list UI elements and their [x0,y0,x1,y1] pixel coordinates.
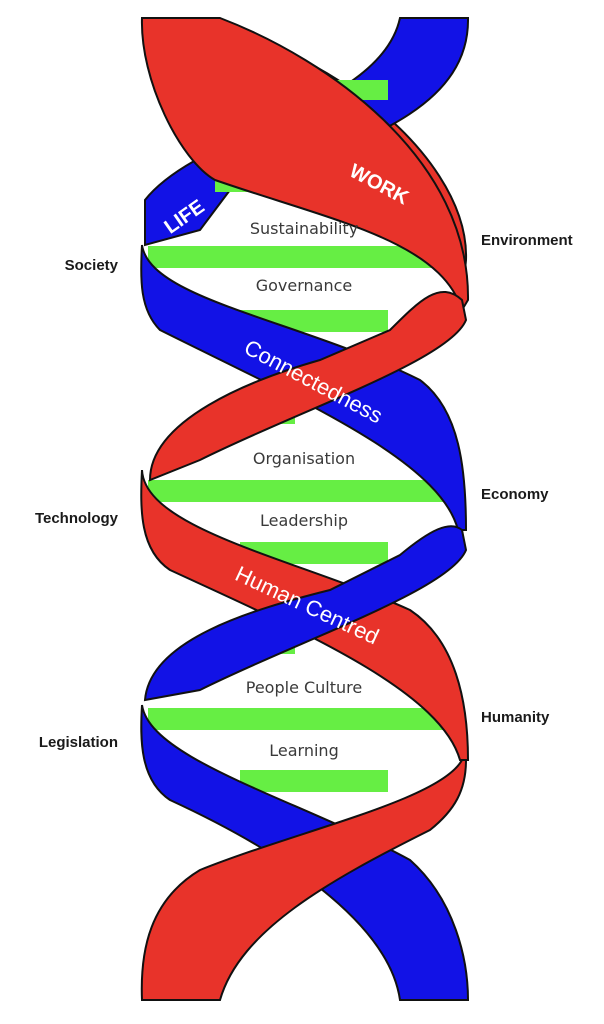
rung-label-organisation: Organisation [253,449,355,468]
right-label-environment: Environment [481,232,573,249]
right-label-economy: Economy [481,486,549,503]
rung-label-leadership: Leadership [260,511,348,530]
red-strand-work [140,17,470,313]
right-label-humanity: Humanity [481,709,550,726]
rung-bar [148,246,448,268]
left-label-legislation: Legislation [38,734,118,751]
red-strand-middle-back [148,290,468,482]
rung-label-sustainability: Sustainability [250,219,358,238]
left-label-technology: Technology [34,510,118,527]
rung-label-learning: Learning [269,741,338,760]
left-label-society: Society [64,257,118,274]
rung-bar [148,480,448,502]
rung-bar [240,770,388,792]
red-strand-bottom [140,759,468,1001]
rung-label-governance: Governance [256,276,353,295]
blue-strand-middle-back [143,525,468,702]
rung-bar [148,708,448,730]
rung-label-people-culture: People Culture [246,678,362,697]
